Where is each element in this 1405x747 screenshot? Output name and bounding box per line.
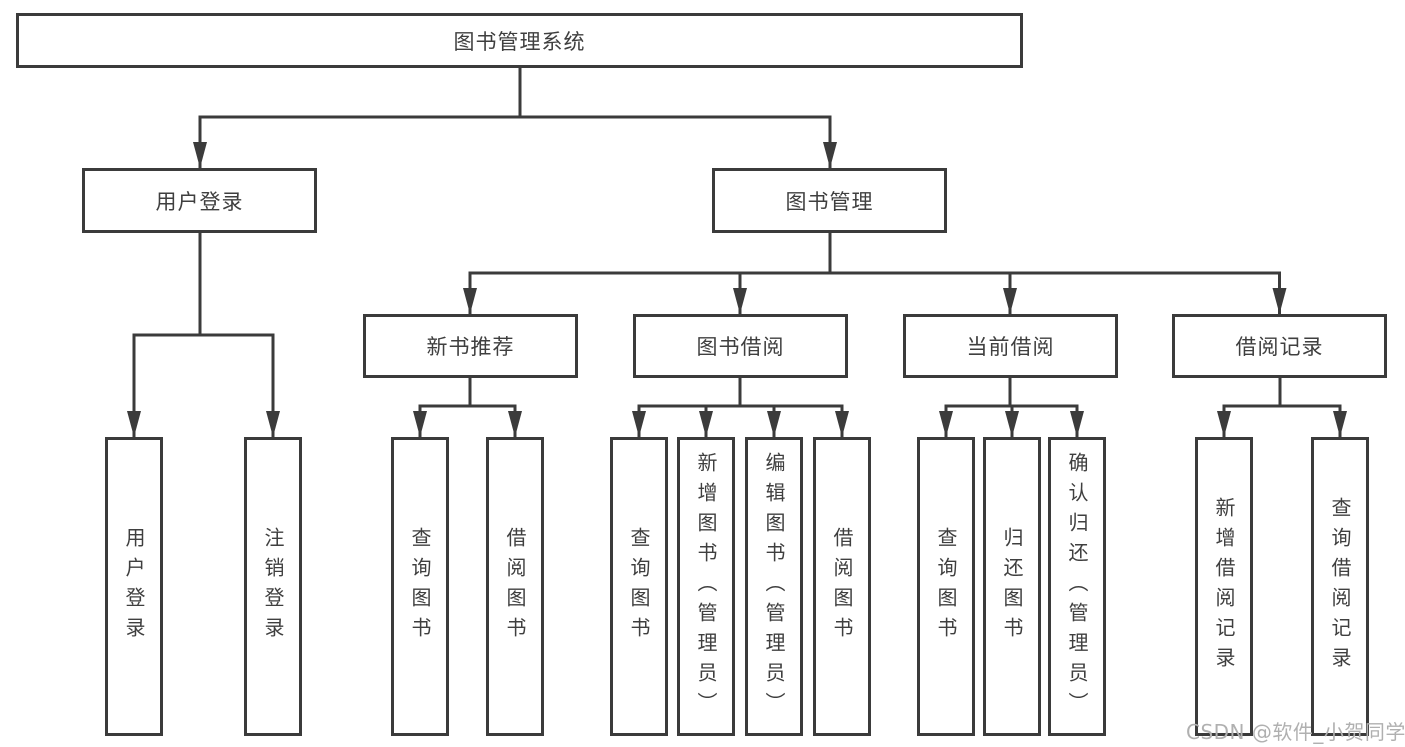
leaf-logout: 注销登录 bbox=[244, 437, 302, 736]
node-borrowing-records: 借阅记录 bbox=[1172, 314, 1387, 378]
leaf-confirm-return-admin: 确认归还（管理员） bbox=[1048, 437, 1106, 736]
leaf-add-books-admin: 新增图书（管理员） bbox=[677, 437, 735, 736]
leaf-borrow-books-borrowing: 借阅图书 bbox=[813, 437, 871, 736]
node-book-management: 图书管理 bbox=[712, 168, 947, 233]
leaf-add-borrow-record: 新增借阅记录 bbox=[1195, 437, 1253, 736]
node-root-book-management-system: 图书管理系统 bbox=[16, 13, 1023, 68]
node-current-borrowing: 当前借阅 bbox=[903, 314, 1118, 378]
node-new-book-recommendation: 新书推荐 bbox=[363, 314, 578, 378]
leaf-return-books: 归还图书 bbox=[983, 437, 1041, 736]
node-user-login: 用户登录 bbox=[82, 168, 317, 233]
leaf-borrow-books-recommend: 借阅图书 bbox=[486, 437, 544, 736]
csdn-watermark: CSDN @软件_小贺同学 bbox=[1186, 720, 1405, 744]
leaf-user-login: 用户登录 bbox=[105, 437, 163, 736]
leaf-query-books-borrowing: 查询图书 bbox=[610, 437, 668, 736]
leaf-query-books-current: 查询图书 bbox=[917, 437, 975, 736]
leaf-edit-books-admin: 编辑图书（管理员） bbox=[745, 437, 803, 736]
leaf-query-books-recommend: 查询图书 bbox=[391, 437, 449, 736]
node-book-borrowing: 图书借阅 bbox=[633, 314, 848, 378]
leaf-query-borrow-record: 查询借阅记录 bbox=[1311, 437, 1369, 736]
